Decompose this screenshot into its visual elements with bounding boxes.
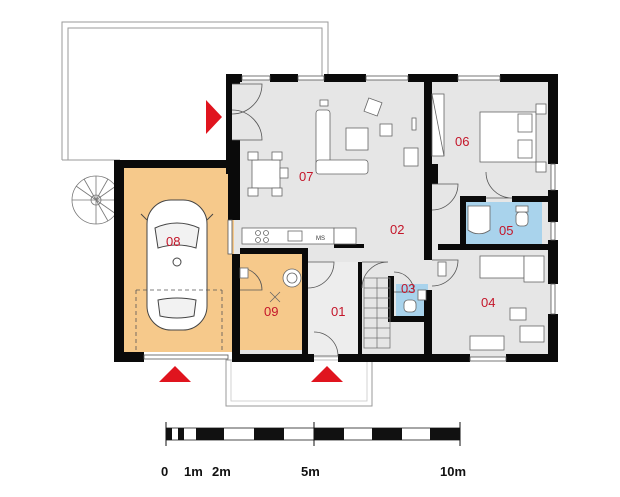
entrance-arrow-main (311, 366, 343, 382)
scale-label-5m: 5m (301, 464, 320, 479)
utility-floor (240, 254, 302, 350)
appliance-label: MS (316, 236, 325, 242)
room-label-04: 04 (481, 295, 495, 310)
wc-03-fixtures (403, 289, 427, 313)
room-label-08: 08 (166, 234, 180, 249)
windows (143, 75, 556, 362)
scale-label-1m: 1m (184, 464, 203, 479)
utility-09-fixtures (239, 267, 302, 303)
door-swings (231, 83, 513, 357)
bathroom-05-fixtures (467, 205, 529, 235)
room-label-06: 06 (455, 134, 469, 149)
room-label-03: 03 (401, 281, 415, 296)
terrace-outline (61, 21, 329, 161)
room-label-02: 02 (390, 222, 404, 237)
staircase (363, 277, 391, 349)
entry-porch (225, 359, 373, 407)
room-labels: 01 02 03 04 05 06 07 08 09 MS (166, 134, 513, 319)
dining-set (247, 151, 289, 197)
room-label-01: 01 (331, 304, 345, 319)
room-label-09: 09 (264, 304, 278, 319)
kitchen-counter (241, 227, 357, 245)
scale-label-2m: 2m (212, 464, 231, 479)
entrance-arrow-garage (159, 366, 191, 382)
car-icon (140, 199, 214, 331)
walls (114, 74, 558, 362)
room-04-furniture (437, 255, 545, 351)
garage-door (135, 289, 223, 352)
spiral-staircase (71, 175, 121, 225)
scale-label-10m: 10m (440, 464, 466, 479)
room-label-07: 07 (299, 169, 313, 184)
scale-label-0: 0 (161, 464, 168, 479)
room-label-05: 05 (499, 223, 513, 238)
scale-bar-segments (166, 428, 460, 440)
living-furniture (315, 97, 419, 175)
entry-floor (308, 262, 358, 356)
entrance-arrows (159, 100, 343, 382)
scale-bar: 0 1m 2m 5m 10m (161, 422, 466, 479)
entry-porch-inner (230, 359, 368, 402)
bedroom-06-furniture (431, 93, 547, 173)
entrance-arrow-west (206, 100, 222, 134)
